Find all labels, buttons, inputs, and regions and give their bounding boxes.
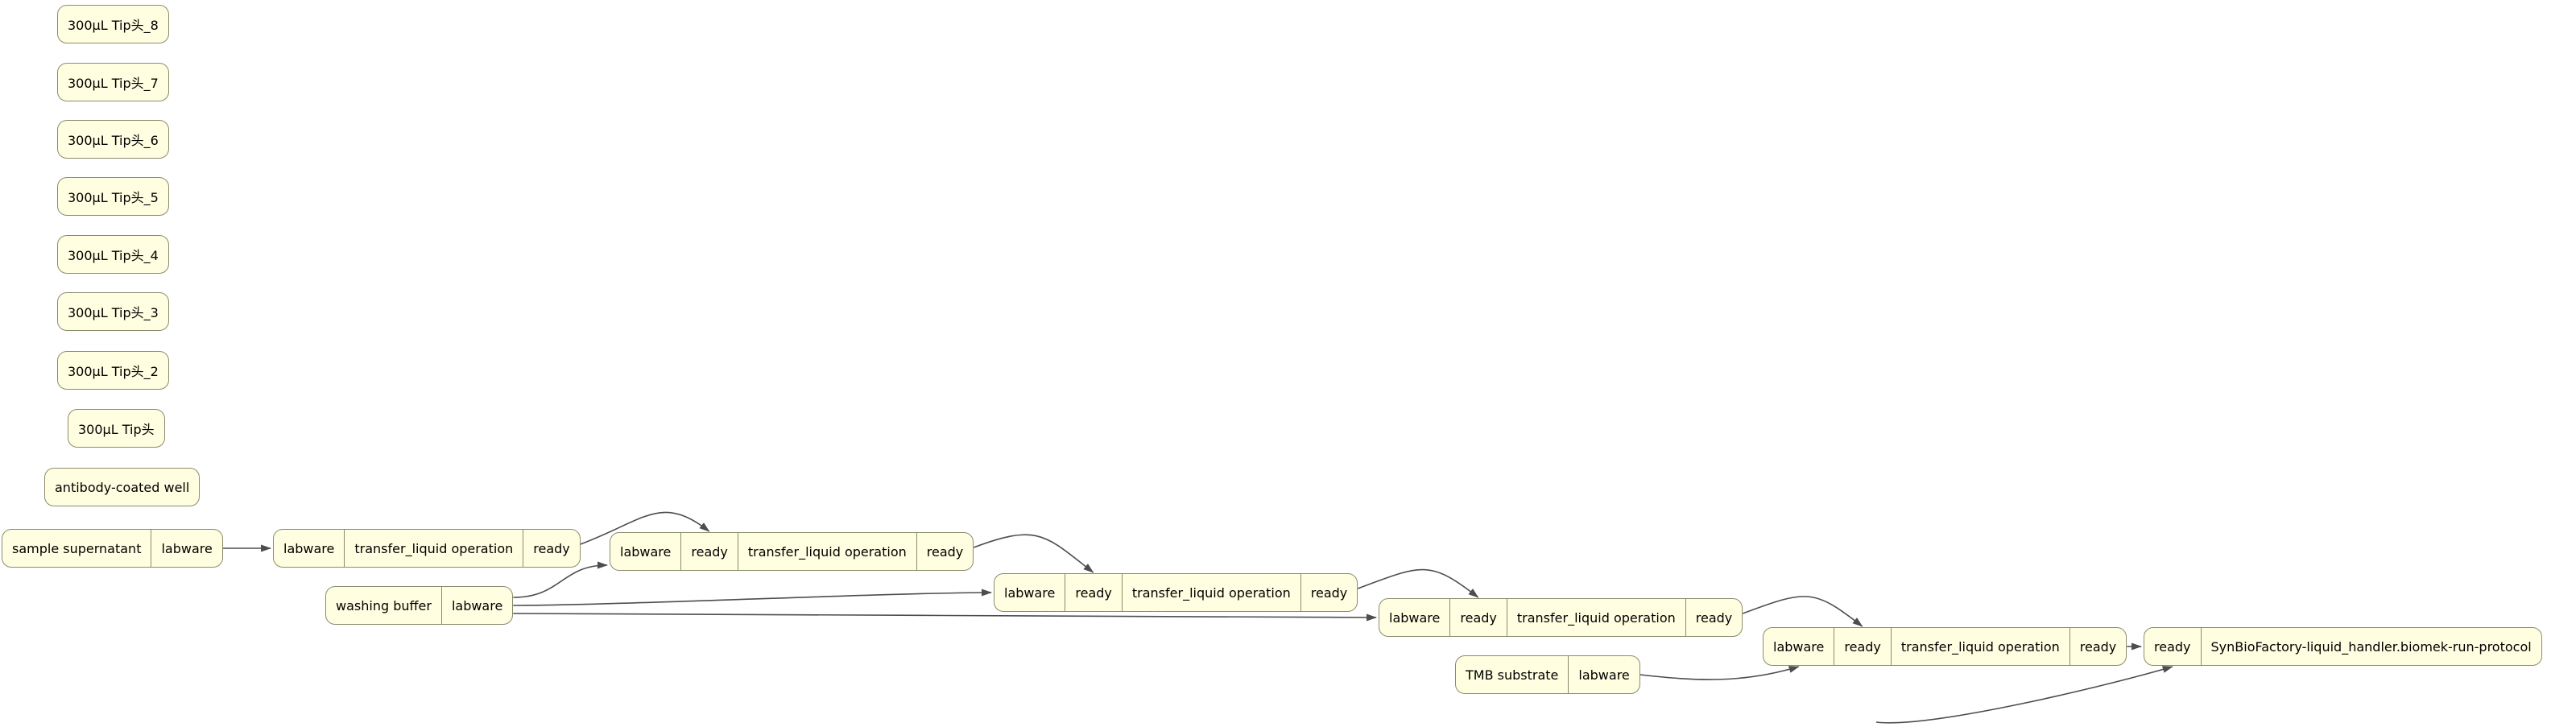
field-operation: transfer_liquid operation (344, 530, 523, 567)
edge-op3-to-op4 (1357, 568, 1479, 598)
field-protocol-name: SynBioFactory-liquid_handler.biomek-run-… (2200, 628, 2541, 665)
node-tip-8: 300μL Tip头_8 (57, 5, 169, 43)
node-label: 300μL Tip头_6 (68, 133, 159, 148)
node-tmb-substrate: TMB substrate labware (1455, 655, 1640, 694)
field-labware: labware (1773, 638, 1825, 655)
node-tip-1: 300μL Tip头 (68, 409, 165, 448)
node-label: 300μL Tip头_5 (68, 190, 159, 205)
field-ready-out: ready (2069, 628, 2126, 665)
node-run-protocol: ready SynBioFactory-liquid_handler.biome… (2144, 627, 2542, 666)
field-operation: transfer_liquid operation (737, 533, 916, 570)
node-transfer-op-1: labware transfer_liquid operation ready (273, 529, 581, 568)
node-tip-7: 300μL Tip头_7 (57, 63, 169, 101)
edge-washing_buffer-to-op2 (513, 561, 608, 598)
field-operation: transfer_liquid operation (1890, 628, 2069, 665)
edge-tmb-to-op5 (1639, 666, 1800, 680)
node-tip-4: 300μL Tip头_4 (57, 235, 169, 274)
node-washing-buffer: washing buffer labware (325, 586, 514, 625)
field-operation: transfer_liquid operation (1121, 574, 1300, 611)
field-ready-in: ready (680, 533, 738, 570)
field-ready-in: ready (2154, 638, 2191, 655)
field-labware: labware (620, 543, 672, 560)
node-antibody-coated-well: antibody-coated well (44, 468, 201, 506)
node-label: 300μL Tip头 (78, 422, 155, 437)
field-ready-out: ready (916, 533, 973, 570)
edge-op4-to-op5 (1742, 596, 1863, 627)
edge-washing_buffer-to-op4 (513, 613, 1377, 622)
node-label: 300μL Tip头_4 (68, 248, 159, 263)
field-name: TMB substrate (1466, 667, 1559, 683)
field-labware: labware (1568, 656, 1639, 693)
node-transfer-op-2: labware ready transfer_liquid operation … (610, 532, 974, 571)
node-transfer-op-5: labware ready transfer_liquid operation … (1763, 627, 2127, 666)
node-label: 300μL Tip头_7 (68, 76, 159, 91)
field-name: washing buffer (336, 597, 432, 613)
edge-external-to-protocol (1875, 666, 2173, 724)
field-labware: labware (440, 587, 512, 624)
field-labware: labware (1004, 584, 1056, 601)
field-ready-out: ready (1685, 599, 1742, 636)
field-ready-in: ready (1834, 628, 1891, 665)
field-labware: labware (151, 530, 221, 567)
node-label: 300μL Tip头_3 (68, 305, 159, 320)
node-sample-supernatant: sample supernatant labware (2, 529, 223, 568)
node-label: 300μL Tip头_2 (68, 364, 159, 379)
node-tip-3: 300μL Tip头_3 (57, 292, 169, 331)
field-operation: transfer_liquid operation (1506, 599, 1685, 636)
field-ready-out: ready (1300, 574, 1357, 611)
edge-washing_buffer-to-op3 (513, 589, 992, 606)
node-tip-2: 300μL Tip头_2 (57, 351, 169, 390)
field-labware: labware (1389, 609, 1441, 626)
edge-op2-to-op3 (973, 534, 1094, 573)
node-transfer-op-3: labware ready transfer_liquid operation … (994, 573, 1358, 612)
field-ready-in: ready (1065, 574, 1122, 611)
node-tip-5: 300μL Tip头_5 (57, 177, 169, 216)
node-label: 300μL Tip头_8 (68, 18, 159, 33)
field-ready-out: ready (523, 530, 580, 567)
node-label: antibody-coated well (55, 479, 190, 495)
node-transfer-op-4: labware ready transfer_liquid operation … (1379, 598, 1743, 637)
field-ready-in: ready (1449, 599, 1507, 636)
node-tip-6: 300μL Tip头_6 (57, 120, 169, 159)
field-name: sample supernatant (12, 540, 142, 556)
field-labware: labware (283, 540, 335, 556)
